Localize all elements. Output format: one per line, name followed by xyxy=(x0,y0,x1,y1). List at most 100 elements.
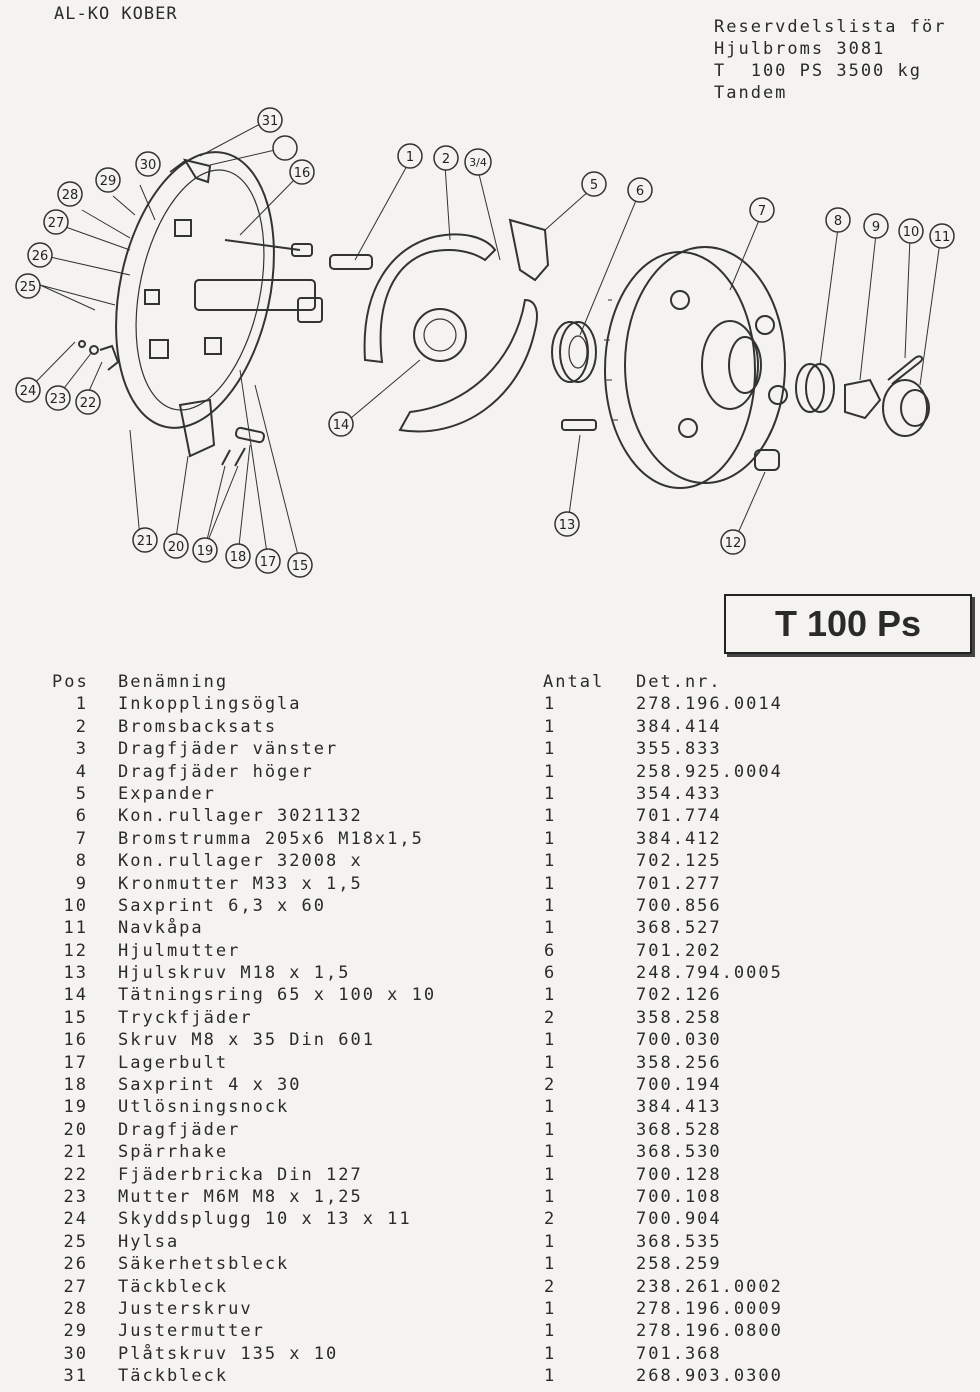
row-pos: 3 xyxy=(75,739,88,760)
svg-text:12: 12 xyxy=(725,536,742,551)
model-label-box: T 100 Ps xyxy=(724,594,972,654)
row-qty: 1 xyxy=(544,828,557,849)
callout-15-bottom: 15 xyxy=(287,552,313,578)
svg-text:19: 19 xyxy=(197,544,214,559)
row-part-number: 384.413 xyxy=(636,1097,722,1118)
header-pos: Pos xyxy=(52,672,89,692)
release-cam xyxy=(178,398,216,458)
row-pos: 25 xyxy=(63,1231,88,1252)
bearing-bolt xyxy=(235,426,265,444)
row-name: Hylsa xyxy=(118,1231,180,1252)
row-part-number: 700.856 xyxy=(636,895,722,916)
row-part-number: 700.128 xyxy=(636,1164,722,1185)
row-pos: 21 xyxy=(63,1142,88,1163)
row-name: Hjulskruv M18 x 1,5 xyxy=(118,963,351,984)
callout-13: 13 xyxy=(554,511,580,537)
row-pos: 13 xyxy=(63,963,88,984)
row-pos: 18 xyxy=(63,1075,88,1096)
row-part-number: 368.527 xyxy=(636,918,722,939)
wheel-nut xyxy=(754,449,780,471)
row-name: Täckbleck xyxy=(118,1276,229,1297)
svg-text:30: 30 xyxy=(140,158,157,173)
row-pos: 30 xyxy=(63,1343,88,1364)
row-qty: 1 xyxy=(544,918,557,939)
row-name: Saxprint 4 x 30 xyxy=(118,1075,302,1096)
callout-12: 12 xyxy=(720,529,746,555)
row-name: Bromstrumma 205x6 M18x1,5 xyxy=(118,828,424,849)
row-name: Utlösningsnock xyxy=(118,1097,290,1118)
row-pos: 24 xyxy=(63,1209,88,1230)
row-name: Säkerhetsbleck xyxy=(118,1254,290,1275)
callout-27: 28 xyxy=(57,181,83,207)
exploded-brake-diagram: 31 16 1 2 3/4 5 6 7 8 9 10 11 12 13 14 3… xyxy=(15,107,955,578)
header-line-3: T 100 PS 3500 kg xyxy=(714,61,922,81)
row-name: Mutter M6M M8 x 1,25 xyxy=(118,1186,363,1207)
row-pos: 28 xyxy=(63,1298,88,1319)
row-qty: 1 xyxy=(544,739,557,760)
row-pos: 8 xyxy=(75,851,88,872)
row-part-number: 701.774 xyxy=(636,806,722,827)
row-qty: 1 xyxy=(544,1366,557,1387)
callout-10: 10 xyxy=(898,218,924,244)
leader-lines xyxy=(27,123,941,564)
crown-nut xyxy=(844,378,882,420)
svg-text:31: 31 xyxy=(262,114,279,129)
brake-back-plate xyxy=(115,151,323,429)
header-qty: Antal xyxy=(543,672,605,692)
svg-text:20: 20 xyxy=(168,540,185,555)
callout-29: 30 xyxy=(135,151,161,177)
row-pos: 9 xyxy=(75,873,88,894)
callout-9: 9 xyxy=(863,213,889,239)
brake-shoe-set xyxy=(363,233,538,433)
svg-text:11: 11 xyxy=(934,230,951,245)
row-qty: 1 xyxy=(544,1186,557,1207)
row-part-number: 248.794.0005 xyxy=(636,963,783,984)
callout-28: 29 xyxy=(95,167,121,193)
row-name: Kon.rullager 32008 x xyxy=(118,851,363,872)
callout-14: 14 xyxy=(328,411,354,437)
row-pos: 23 xyxy=(63,1186,88,1207)
header-line-1: Reservdelslista för xyxy=(714,17,947,37)
callout-30: 31 xyxy=(257,107,283,133)
row-qty: 1 xyxy=(544,1052,557,1073)
row-part-number: 701.202 xyxy=(636,940,722,961)
row-pos: 1 xyxy=(75,694,88,715)
row-part-number: 278.196.0014 xyxy=(636,694,783,715)
callout-3-4: 3/4 xyxy=(464,148,492,176)
svg-text:7: 7 xyxy=(758,204,766,219)
row-pos: 4 xyxy=(75,761,88,782)
svg-text:2: 2 xyxy=(442,152,450,167)
row-pos: 14 xyxy=(63,985,88,1006)
callout-21: 22 xyxy=(75,389,101,415)
row-part-number: 368.528 xyxy=(636,1119,722,1140)
row-part-number: 258.925.0004 xyxy=(636,761,783,782)
callout-26: 27 xyxy=(43,209,69,235)
row-part-number: 368.535 xyxy=(636,1231,722,1252)
row-pos: 27 xyxy=(63,1276,88,1297)
row-part-number: 268.903.0300 xyxy=(636,1366,783,1387)
svg-text:26: 26 xyxy=(32,249,49,264)
row-qty: 1 xyxy=(544,694,557,715)
svg-text:16: 16 xyxy=(294,166,311,181)
tapered-bearing-8 xyxy=(795,363,835,413)
row-pos: 10 xyxy=(63,895,88,916)
row-qty: 1 xyxy=(544,1254,557,1275)
row-qty: 2 xyxy=(544,1075,557,1096)
svg-text:13: 13 xyxy=(559,518,576,533)
row-part-number: 700.904 xyxy=(636,1209,722,1230)
row-pos: 6 xyxy=(75,806,88,827)
row-name: Tätningsring 65 x 100 x 10 xyxy=(118,985,437,1006)
row-pos: 22 xyxy=(63,1164,88,1185)
row-name: Dragfjäder xyxy=(118,1119,241,1140)
